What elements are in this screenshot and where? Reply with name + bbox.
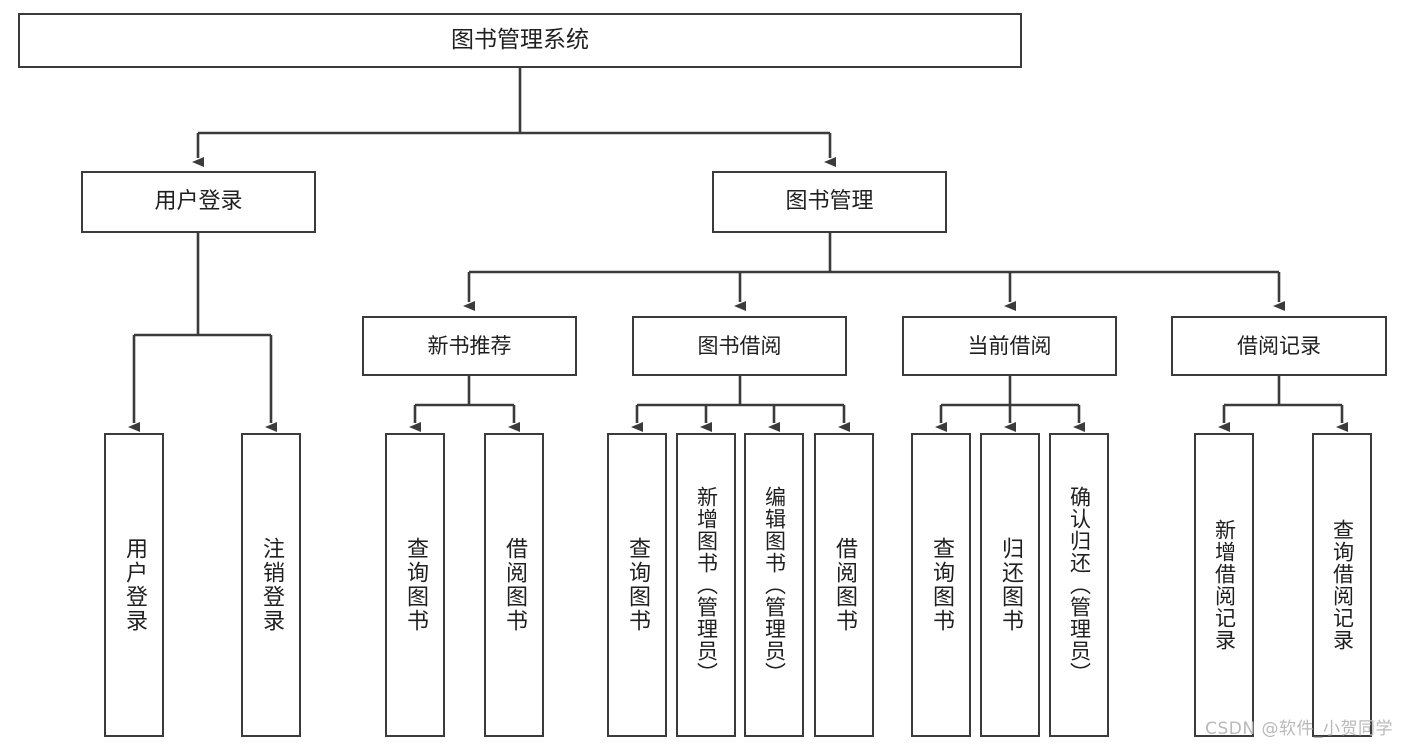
node-label: 借阅图书 xyxy=(502,537,527,633)
node-label: 查询图书 xyxy=(929,537,954,633)
node-book-management[interactable]: 图书管理 xyxy=(712,171,947,233)
node-current-borrow[interactable]: 当前借阅 xyxy=(902,316,1117,376)
leaf-borrow-record-add-record[interactable]: 新增借阅记录 xyxy=(1194,433,1254,737)
leaf-user-login-logout[interactable]: 注销登录 xyxy=(241,433,301,737)
node-root-book-management-system[interactable]: 图书管理系统 xyxy=(18,13,1022,68)
leaf-book-borrow-borrow-book[interactable]: 借阅图书 xyxy=(814,433,874,737)
leaf-user-login-login[interactable]: 用户登录 xyxy=(104,433,164,737)
node-user-login[interactable]: 用户登录 xyxy=(81,171,316,233)
leaf-book-borrow-edit-book-admin[interactable]: 编辑图书（管理员） xyxy=(744,433,804,737)
node-label: 图书管理系统 xyxy=(451,26,589,53)
node-label: 新增借阅记录 xyxy=(1212,519,1237,651)
node-label: 当前借阅 xyxy=(967,333,1052,358)
node-label: 编辑图书（管理员） xyxy=(762,486,787,684)
node-label: 注销登录 xyxy=(259,537,284,633)
leaf-book-borrow-query-book[interactable]: 查询图书 xyxy=(607,433,667,737)
node-new-book-recommend[interactable]: 新书推荐 xyxy=(362,316,577,376)
node-label: 确认归还（管理员） xyxy=(1067,486,1092,684)
leaf-current-borrow-query-book[interactable]: 查询图书 xyxy=(911,433,971,737)
node-label: 用户登录 xyxy=(122,537,147,633)
leaf-new-book-query-book[interactable]: 查询图书 xyxy=(385,433,445,737)
node-borrow-record[interactable]: 借阅记录 xyxy=(1171,316,1387,376)
node-label: 图书管理 xyxy=(785,189,874,215)
csdn-watermark: CSDN @软件_小贺同学 xyxy=(1205,719,1393,739)
node-label: 新增图书（管理员） xyxy=(694,486,719,684)
node-book-borrow[interactable]: 图书借阅 xyxy=(632,316,847,376)
node-label: 归还图书 xyxy=(998,537,1023,633)
node-label: 借阅记录 xyxy=(1237,333,1321,358)
node-label: 查询图书 xyxy=(403,537,428,633)
node-label: 查询图书 xyxy=(625,537,650,633)
leaf-current-borrow-return-book[interactable]: 归还图书 xyxy=(980,433,1040,737)
leaf-new-book-borrow-book[interactable]: 借阅图书 xyxy=(484,433,544,737)
leaf-current-borrow-confirm-return-admin[interactable]: 确认归还（管理员） xyxy=(1049,433,1109,737)
leaf-book-borrow-add-book-admin[interactable]: 新增图书（管理员） xyxy=(676,433,736,737)
node-label: 新书推荐 xyxy=(427,333,512,358)
node-label: 借阅图书 xyxy=(832,537,857,633)
node-label: 用户登录 xyxy=(154,189,243,215)
node-label: 图书借阅 xyxy=(697,333,782,358)
node-label: 查询借阅记录 xyxy=(1330,519,1355,651)
leaf-borrow-record-query-record[interactable]: 查询借阅记录 xyxy=(1312,433,1372,737)
